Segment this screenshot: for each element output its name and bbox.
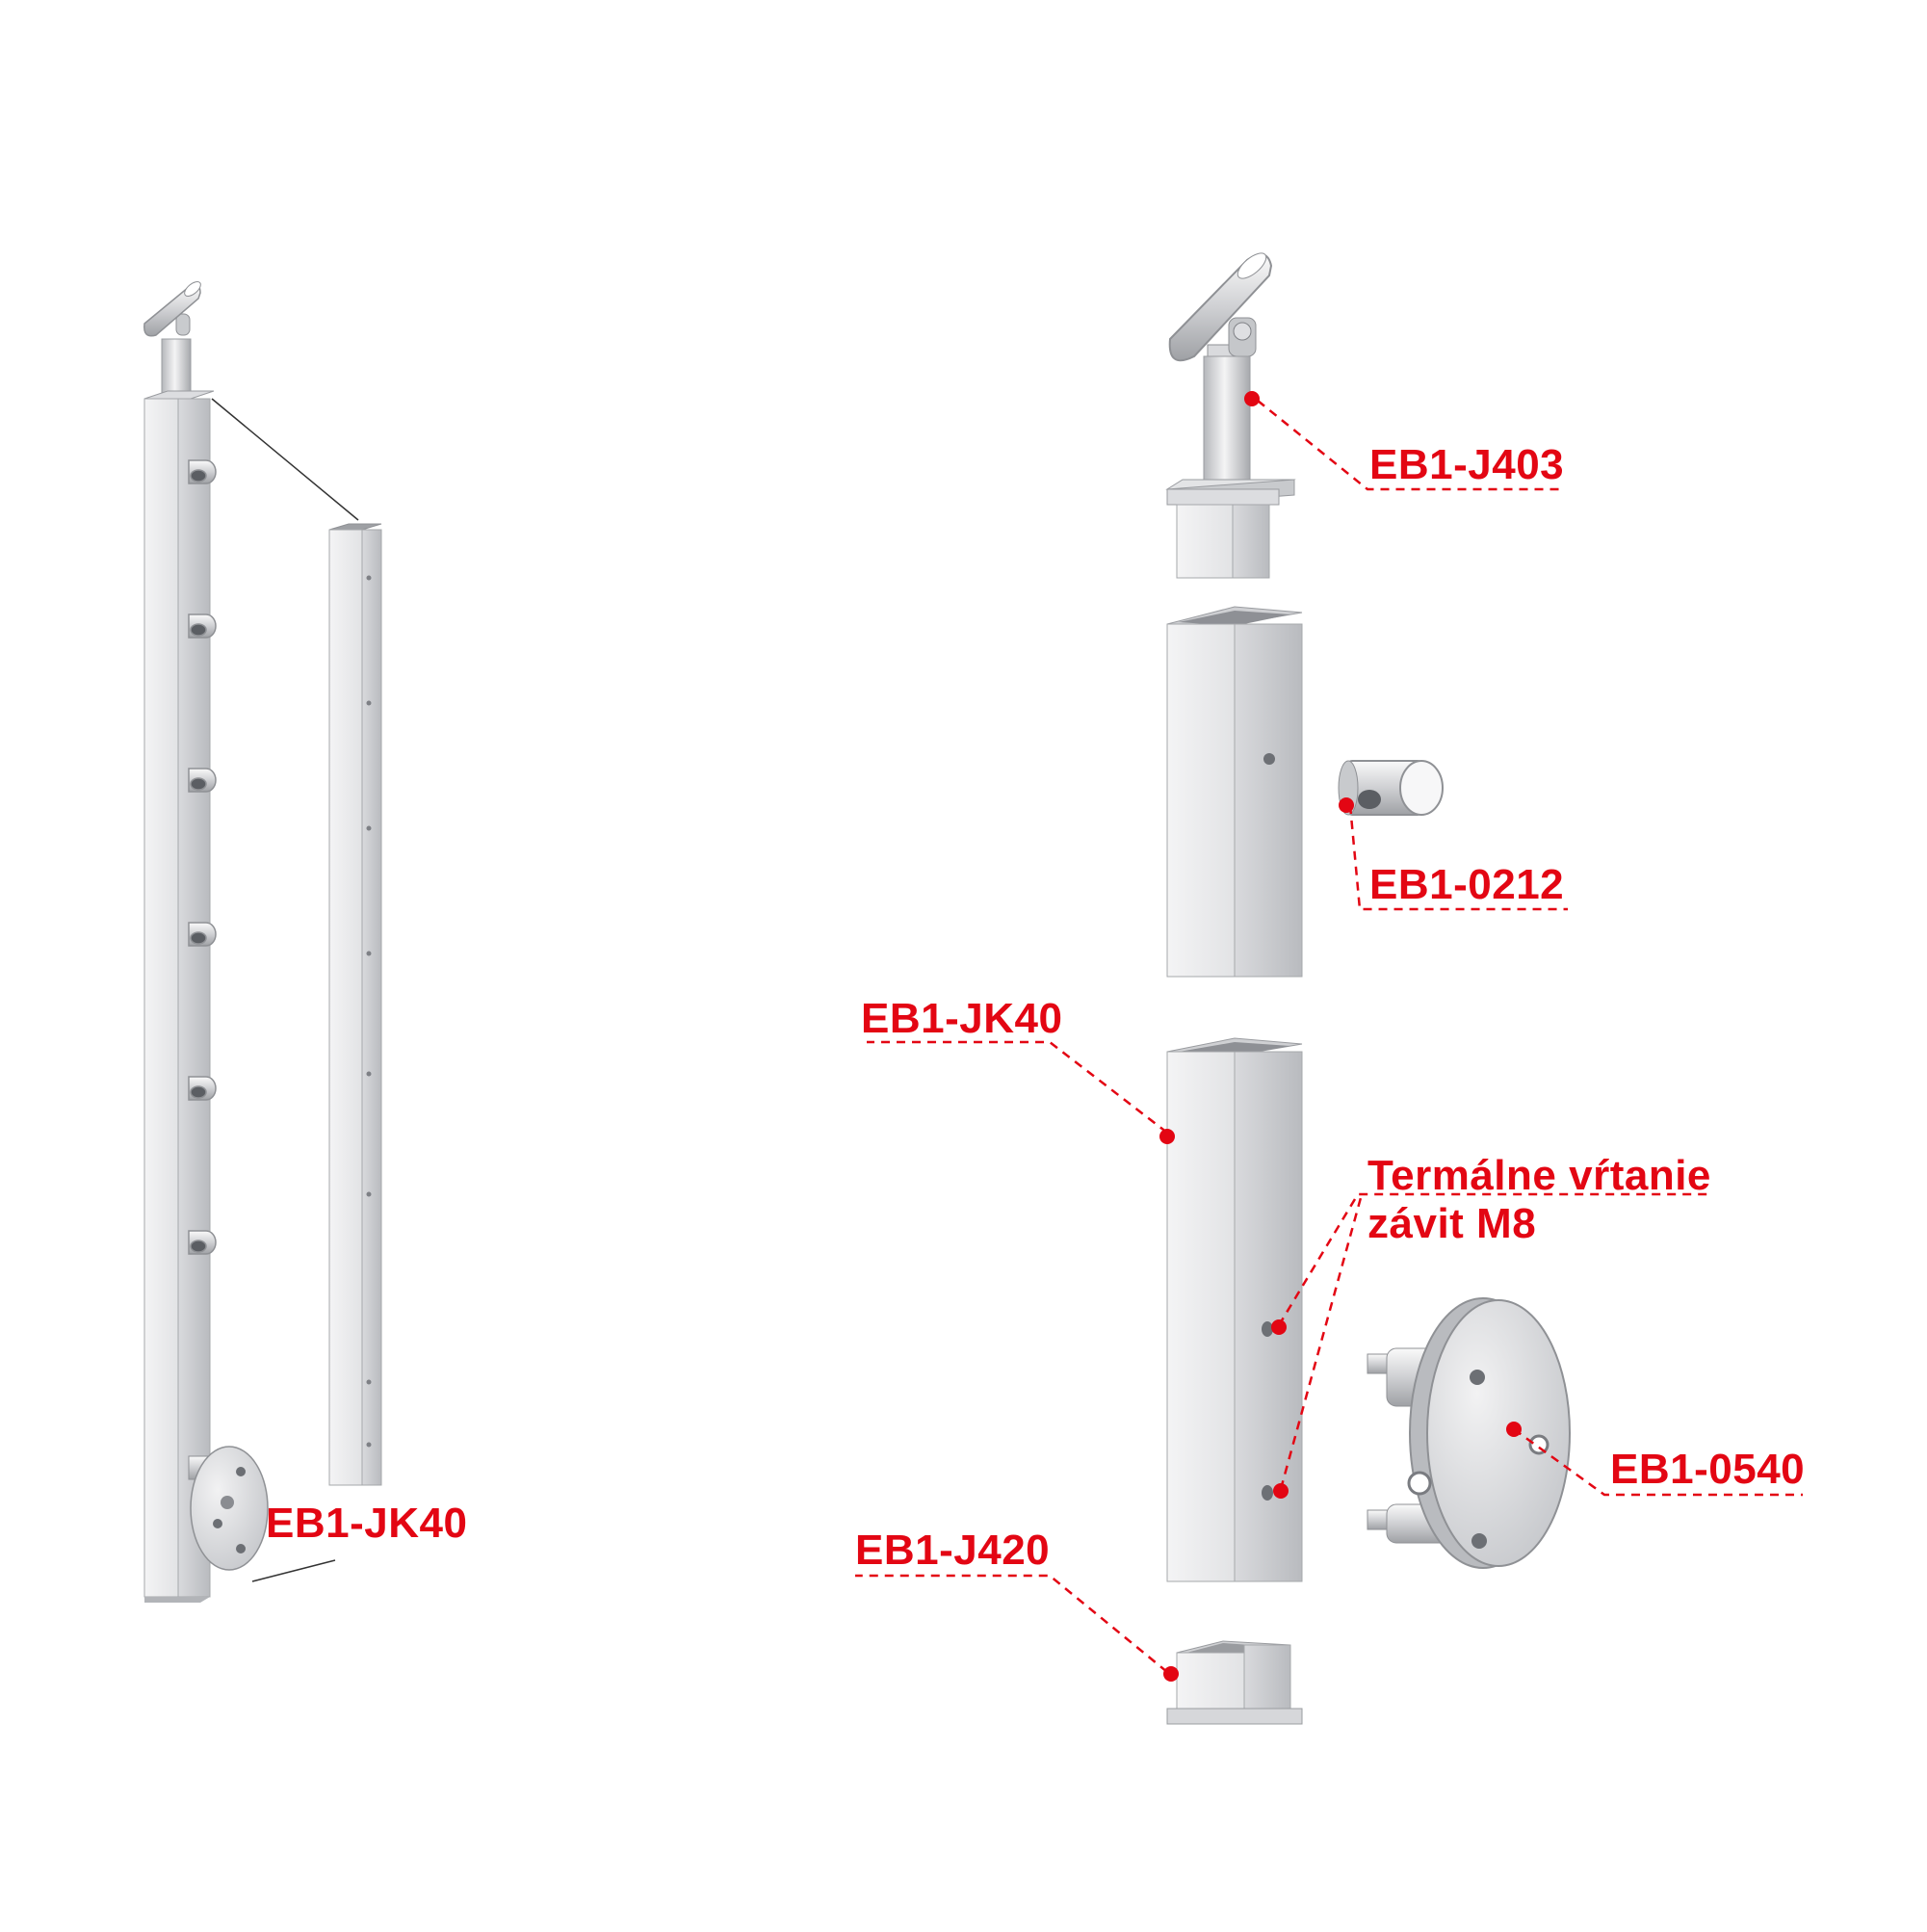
label-assembled-post: EB1-JK40: [266, 1500, 468, 1547]
leader-dot: [1506, 1422, 1522, 1437]
assembled-loose-post: [328, 523, 382, 1486]
leader-dot: [1163, 1666, 1179, 1682]
leader-eb1-j403: [1257, 400, 1560, 491]
leader-dots: [1159, 391, 1522, 1682]
assembled-cable-holders: [188, 459, 217, 1255]
label-eb1-jk40: EB1-JK40: [861, 995, 1063, 1042]
part-post-main: [1166, 1037, 1303, 1582]
label-eb1-0540: EB1-0540: [1610, 1446, 1806, 1493]
leader-eb1-j420: [855, 1574, 1168, 1673]
part-wall-flange: [1367, 1297, 1571, 1569]
assembled-post-view: [143, 281, 382, 1603]
part-cable-holder: [1338, 760, 1444, 816]
leader-dot: [1273, 1483, 1289, 1499]
label-eb1-j420: EB1-J420: [855, 1527, 1051, 1574]
part-post-upper: [1166, 606, 1303, 978]
leader-dot: [1159, 1129, 1175, 1144]
leader-dot: [1244, 391, 1260, 406]
leader-eb1-jk40: [867, 1040, 1168, 1134]
assembled-handrail-holder: [143, 281, 201, 400]
leader-thermal-drill-2: [1279, 1193, 1364, 1490]
leader-eb1-0540: [1513, 1427, 1803, 1497]
exploded-view: [855, 252, 1803, 1725]
part-end-cap: [1166, 1640, 1303, 1725]
reference-line-top: [211, 398, 359, 521]
reference-line-bottom: [251, 1559, 336, 1582]
thermal-drill-hole: [1262, 1321, 1273, 1337]
leader-lines: [855, 400, 1803, 1673]
leader-eb1-0212: [1348, 804, 1568, 911]
leader-dot: [1339, 797, 1354, 813]
label-eb1-j403: EB1-J403: [1369, 441, 1565, 488]
leader-thermal-drill-1: [1277, 1192, 1712, 1326]
leader-dot: [1271, 1319, 1287, 1335]
thermal-drill-hole: [1262, 1485, 1273, 1501]
assembled-wall-flange: [188, 1446, 269, 1571]
label-eb1-0212: EB1-0212: [1369, 861, 1565, 908]
assembled-post-body: [143, 390, 215, 1603]
part-handrail-holder: [1165, 252, 1296, 579]
label-thermal-drilling-note: Termálne vŕtanie závit M8: [1367, 1152, 1711, 1247]
